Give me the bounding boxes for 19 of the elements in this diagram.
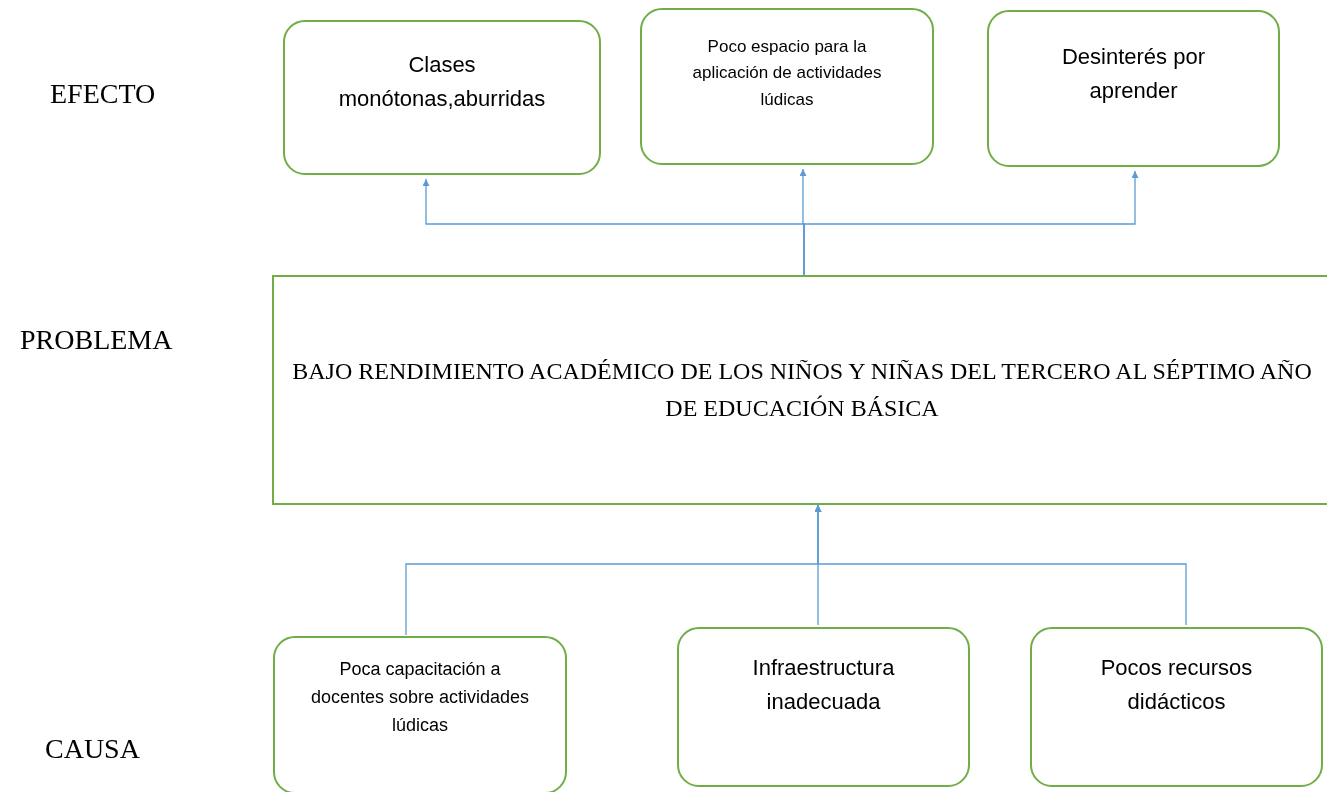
cause-box xyxy=(273,636,567,792)
node-text: Desinterés por aprender xyxy=(1060,43,1207,106)
cause-box xyxy=(1030,627,1323,787)
row-label: PROBLEMA xyxy=(20,324,173,356)
node-text: Pocos recursos didácticos xyxy=(1099,654,1254,717)
cause-box xyxy=(677,627,970,787)
row-label: EFECTO xyxy=(50,78,156,110)
arrow xyxy=(803,170,1139,276)
node-text: Poco espacio para la aplicación de actividades lúdicas xyxy=(691,36,883,111)
node-text: Clases monótonas,aburridas xyxy=(337,51,547,114)
effect-box xyxy=(987,10,1280,167)
node-text: BAJO RENDIMIENTO ACADÉMICO DE LOS NIÑOS Y NIÑAS DEL TERCERO AL SÉPTIMO AÑO DE EDUCACIÓN BÁSICA xyxy=(291,356,1313,423)
arrow xyxy=(814,504,1187,626)
effect-box xyxy=(283,20,601,175)
effect-box xyxy=(640,8,934,165)
problem-box xyxy=(272,275,1327,505)
node-text: Poca capacitación a docentes sobre actividades lúdicas xyxy=(309,658,531,737)
row-label: CAUSA xyxy=(45,733,140,765)
node-text: Infraestructura inadecuada xyxy=(751,654,896,717)
